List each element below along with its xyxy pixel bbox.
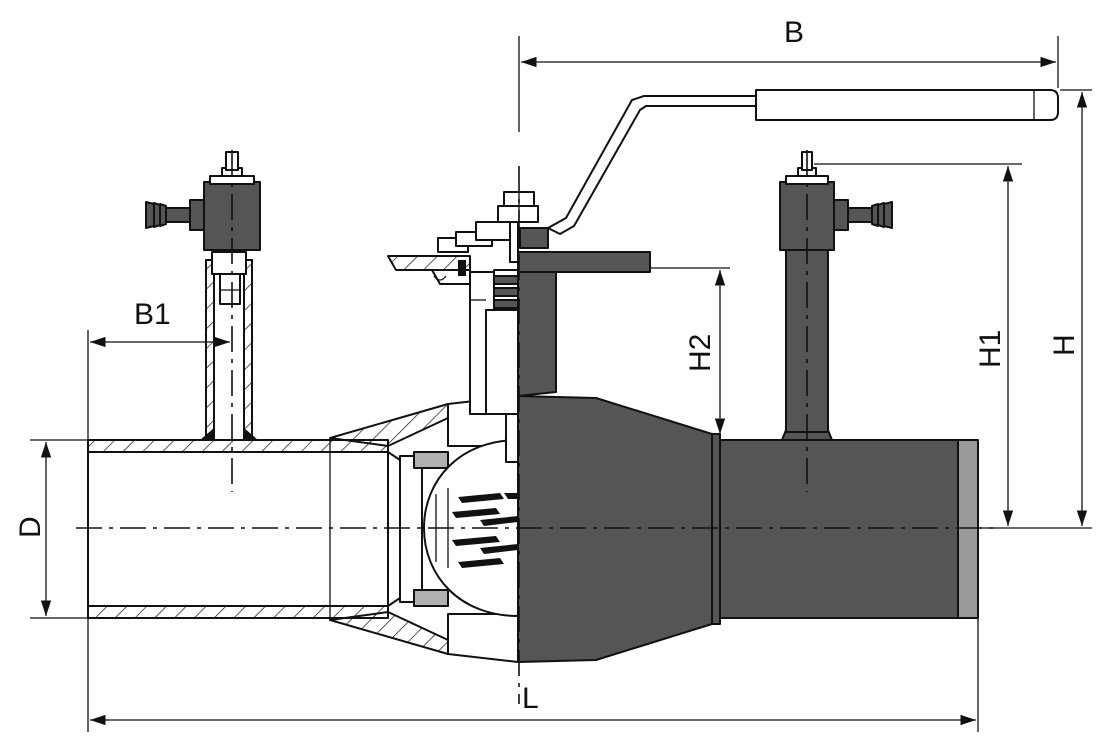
- label-H2: H2: [684, 334, 717, 372]
- left-pipe-section: [87, 439, 401, 619]
- center-lines: [76, 150, 1000, 704]
- right-drain-branch: [779, 151, 893, 441]
- label-L: L: [522, 682, 539, 715]
- left-drain-branch: [145, 151, 261, 441]
- label-D: D: [14, 516, 47, 538]
- handle-lever: [547, 89, 1059, 235]
- label-B: B: [784, 16, 804, 49]
- label-H1: H1: [974, 330, 1007, 368]
- stem-nut: [437, 191, 539, 263]
- seat-rings: [399, 451, 449, 607]
- right-hose-barb: [871, 201, 893, 229]
- left-cone-section: [329, 395, 519, 663]
- label-B1: B1: [134, 298, 171, 331]
- top-flange-section: [387, 255, 471, 285]
- dimension-lines: [30, 36, 1092, 732]
- ball-slots: [452, 493, 518, 568]
- stem-housing-section: [469, 269, 519, 463]
- ball: [423, 439, 519, 617]
- valve-body: [517, 227, 979, 663]
- stem-seal-rings: [493, 275, 519, 309]
- left-hose-barb: [145, 201, 167, 229]
- label-H: H: [1048, 334, 1081, 356]
